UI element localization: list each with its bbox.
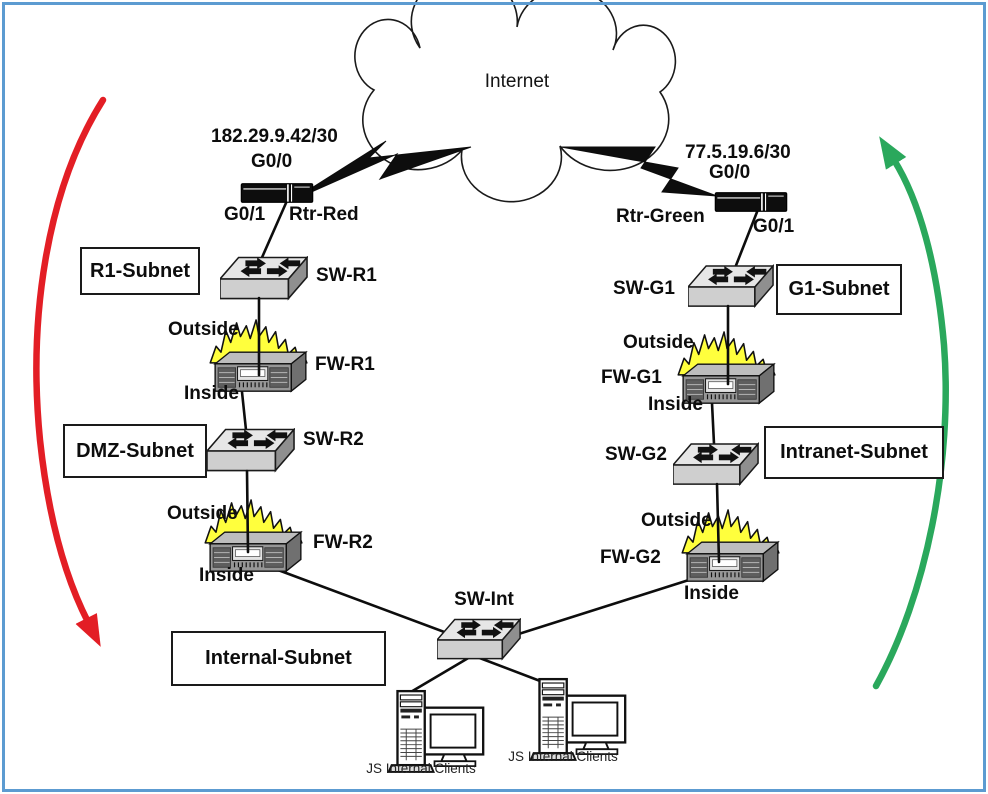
fw-r1-inside-label: Inside xyxy=(184,383,239,404)
subnet-box-internal: Internal-Subnet xyxy=(171,631,386,686)
connection-lines xyxy=(240,201,759,698)
subnet-box-g1: G1-Subnet xyxy=(776,264,902,315)
lightning-link-left-icon xyxy=(290,140,472,202)
fw-r1-outside-label: Outside xyxy=(168,319,239,340)
client-pc-right-icon xyxy=(529,677,627,762)
switch-sw-r1-icon xyxy=(220,256,308,300)
client-left-label: JS Internal Clients xyxy=(366,761,476,776)
router-red-icon xyxy=(240,183,314,203)
subnet-box-dmz: DMZ-Subnet xyxy=(63,424,207,478)
subnet-label-g1: G1-Subnet xyxy=(788,278,890,300)
sw-int-label: SW-Int xyxy=(454,589,514,610)
subnet-box-intranet: Intranet-Subnet xyxy=(764,426,944,479)
subnet-box-r1: R1-Subnet xyxy=(80,247,200,295)
rtr-red-wan-if-label: G0/0 xyxy=(251,151,293,172)
sw-g1-label: SW-G1 xyxy=(613,278,675,299)
fw-r1-name-label: FW-R1 xyxy=(315,354,375,375)
sw-g2-label: SW-G2 xyxy=(605,444,667,465)
switch-sw-g1-icon xyxy=(688,265,774,307)
rtr-green-wan-ip-label: 77.5.19.6/30 xyxy=(685,142,791,163)
subnet-label-intranet: Intranet-Subnet xyxy=(780,441,928,463)
switch-sw-g2-icon xyxy=(673,443,759,485)
fw-r2-name-label: FW-R2 xyxy=(313,532,373,553)
rtr-green-lan-if-label: G0/1 xyxy=(753,216,795,237)
internet-label: Internet xyxy=(484,71,550,92)
client-pc-left-icon xyxy=(387,689,485,774)
subnet-label-dmz: DMZ-Subnet xyxy=(76,439,194,462)
client-right-label: JS Internal Clients xyxy=(508,749,618,764)
sw-r1-label: SW-R1 xyxy=(316,265,377,286)
fw-g1-inside-label: Inside xyxy=(648,394,703,415)
rtr-green-name-label: Rtr-Green xyxy=(616,206,705,227)
fw-g2-name-label: FW-G2 xyxy=(600,547,661,568)
sw-r2-label: SW-R2 xyxy=(303,429,364,450)
internet-cloud xyxy=(354,0,677,203)
fw-g1-outside-label: Outside xyxy=(623,332,694,353)
green-flow-arrow xyxy=(872,136,949,690)
switch-sw-r2-icon xyxy=(207,428,295,472)
router-green-icon xyxy=(714,192,788,212)
fw-g2-outside-label: Outside xyxy=(641,510,712,531)
fw-g1-name-label: FW-G1 xyxy=(601,367,662,388)
subnet-label-internal: Internal-Subnet xyxy=(205,647,352,669)
rtr-red-name-label: Rtr-Red xyxy=(289,204,359,225)
fw-r2-inside-label: Inside xyxy=(199,565,254,586)
red-flow-arrow xyxy=(33,96,107,647)
firewall-outside-links xyxy=(245,296,730,564)
rtr-red-lan-if-label: G0/1 xyxy=(224,204,266,225)
subnet-label-r1: R1-Subnet xyxy=(90,259,190,282)
switch-sw-int-icon xyxy=(437,618,521,660)
rtr-green-wan-if-label: G0/0 xyxy=(709,162,751,183)
rtr-red-wan-ip-label: 182.29.9.42/30 xyxy=(211,126,338,147)
fw-g2-inside-label: Inside xyxy=(684,583,739,604)
fw-r2-outside-label: Outside xyxy=(167,503,238,524)
